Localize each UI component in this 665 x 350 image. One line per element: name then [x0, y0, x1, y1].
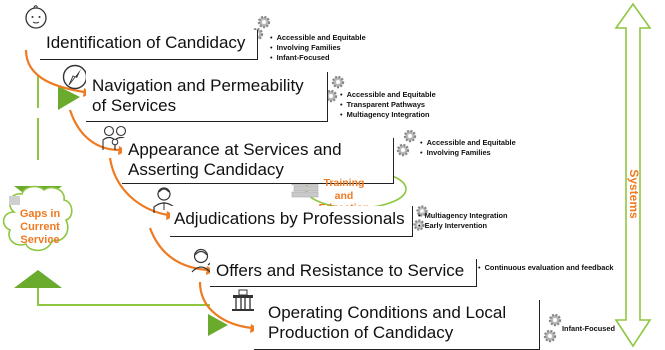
triangle-2: [208, 314, 228, 336]
step-navigation-and-permeability: Navigation and Permeability of Services: [86, 72, 328, 122]
step-label-line: Operating Conditions and Local: [268, 303, 507, 322]
step-6-principles: Infant-Focused: [562, 324, 615, 334]
triangle-1: [58, 86, 80, 110]
principle-item: Involving Families: [270, 43, 366, 53]
step-4-principles: Multiagency Integration Early Interventi…: [418, 211, 508, 231]
principle-item: Multiagency Integration: [340, 110, 436, 120]
gear-icon: [543, 313, 562, 343]
step-label: Identification of Candidacy: [46, 33, 246, 52]
step-label-line: Navigation and Permeability: [92, 76, 304, 95]
principle-item: Accessible and Equitable: [270, 33, 366, 43]
puzzle-icon: [9, 196, 20, 205]
step-label: Adjudications by Professionals: [174, 209, 405, 228]
triangle-up: [14, 270, 62, 288]
family-icon: [102, 125, 128, 150]
gaps-in-current-service-label: Gaps in Current Service: [12, 208, 68, 247]
principle-item: Early Intervention: [418, 221, 508, 231]
step-label-line: Asserting Candidacy: [128, 160, 284, 180]
training-line: Training and: [323, 177, 365, 202]
step-adjudications-by-professionals: Adjudications by Professionals: [170, 206, 413, 237]
principle-item: Infant-Focused: [270, 53, 366, 63]
systems-label: Systems: [627, 169, 641, 219]
step-label-line: of Services: [92, 96, 177, 116]
baby-face-icon: [25, 5, 47, 29]
gaps-line: Current: [20, 220, 60, 233]
orange-arrows: [24, 49, 253, 330]
step-label: Offers and Resistance to Service: [216, 261, 465, 280]
principle-item: Multiagency Integration: [418, 211, 508, 221]
double-arrow-icon: [614, 2, 652, 348]
step-offers-and-resistance: Offers and Resistance to Service: [210, 259, 477, 287]
building-icon: [232, 289, 254, 311]
step-appearance-at-services: Appearance at Services and Asserting Can…: [122, 138, 394, 184]
person-icon: [191, 248, 214, 273]
cloud-icon: [2, 185, 73, 252]
step-operating-conditions: Operating Conditions and Local Productio…: [254, 300, 540, 350]
gear-icon: [396, 129, 417, 157]
principle-item: Accessible and Equitable: [420, 138, 516, 148]
step-label-line: Appearance at Services and: [128, 140, 342, 159]
step-3-principles: Accessible and Equitable Involving Famil…: [420, 138, 516, 158]
principle-item: Transparent Pathways: [340, 100, 436, 110]
principle-item: Involving Families: [420, 148, 516, 158]
principle-item: Accessible and Equitable: [340, 90, 436, 100]
professional-icon: [153, 187, 175, 213]
gear-icon: [324, 75, 345, 103]
principle-item: Continuous evaluation and feedback: [478, 263, 614, 273]
step-2-principles: Accessible and Equitable Transparent Pat…: [340, 90, 436, 120]
step-1-principles: Accessible and Equitable Involving Famil…: [270, 33, 366, 63]
compass-icon: [62, 64, 88, 90]
step-label-line: Production of Candidacy: [268, 323, 454, 343]
principle-item: Infant-Focused: [562, 324, 615, 333]
gaps-line: Gaps in: [19, 208, 61, 220]
gaps-line: Service: [20, 233, 60, 246]
step-identification-of-candidacy: Identification of Candidacy: [40, 30, 258, 60]
step-5-principles: Continuous evaluation and feedback: [478, 263, 614, 273]
